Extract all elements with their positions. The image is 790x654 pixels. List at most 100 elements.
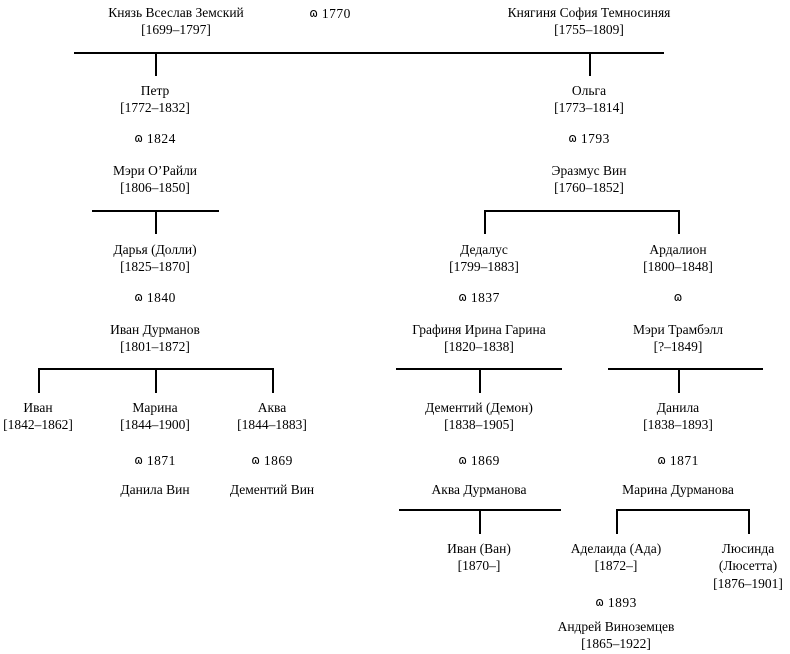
marriage-marker: ɷ 1770 [309, 6, 351, 22]
person-node: Иван (Ван) [1870–] [447, 540, 511, 575]
person-dates: [1699–1797] [141, 22, 211, 38]
person-node: Князь Всеслав Земский [1699–1797] [108, 4, 244, 39]
person-node: Марина Дурманова [622, 481, 734, 498]
person-dates: [1838–1905] [444, 417, 514, 433]
person-dates: [1820–1838] [444, 339, 514, 355]
connector-vertical [678, 368, 680, 393]
person-node: Княгиня София Темносиняя [1755–1809] [508, 4, 671, 39]
marriage-symbol-icon: ɷ [251, 453, 260, 467]
connector-horizontal [484, 210, 678, 212]
person-name: Ардалион [649, 242, 707, 257]
marriage-year: 1869 [470, 453, 500, 468]
person-node: Данила Вин [120, 481, 189, 498]
marriage-year: 1869 [263, 453, 293, 468]
connector-vertical [484, 210, 486, 234]
person-dates: [1870–] [457, 558, 501, 574]
person-node: Эразмус Вин [1760–1852] [552, 162, 627, 197]
person-node: Дарья (Долли)[1825–1870] [113, 241, 196, 276]
marriage-symbol-icon: ɷ [134, 290, 143, 304]
person-dates: [1773–1814] [554, 100, 624, 116]
person-dates: [?–1849] [653, 339, 703, 355]
person-name: Андрей Виноземцев [557, 619, 675, 634]
person-name: Графиня Ирина Гарина [412, 322, 546, 337]
marriage-symbol-icon: ɷ [458, 290, 467, 304]
person-node: Мэри Трамбэлл [?–1849] [633, 321, 723, 356]
marriage-marker: ɷ 1869 [458, 453, 500, 469]
marriage-marker: ɷ 1869 [251, 453, 293, 469]
connector-vertical [155, 52, 157, 76]
person-dates: [1844–1900] [120, 417, 190, 433]
person-dates: [1865–1922] [581, 636, 651, 652]
person-node: Мэри О’Райли [1806–1850] [113, 162, 197, 197]
person-dates: [1800–1848] [643, 259, 713, 275]
connector-horizontal [616, 509, 748, 511]
person-name: Дедалус [460, 242, 508, 257]
person-name: Дарья (Долли) [113, 242, 197, 257]
marriage-marker: ɷ 1840 [134, 290, 176, 306]
marriage-year: 1871 [146, 453, 176, 468]
connector-vertical [678, 210, 680, 234]
person-name: Аква [257, 400, 287, 415]
connector-vertical [748, 509, 750, 534]
marriage-year: 1824 [146, 131, 176, 146]
connector-vertical [272, 368, 274, 393]
person-node: Иван Дурманов[1801–1872] [110, 321, 200, 356]
person-dates: [1772–1832] [120, 100, 190, 116]
person-name: Петр [140, 83, 170, 98]
person-dates: [1801–1872] [120, 339, 190, 355]
connector-vertical [155, 368, 157, 393]
marriage-symbol-icon: ɷ [134, 453, 143, 467]
marriage-symbol-icon: ɷ [309, 6, 318, 20]
marriage-year: 1871 [669, 453, 699, 468]
connector-vertical [155, 210, 157, 234]
person-node: Андрей Виноземцев [1865–1922] [558, 618, 675, 653]
connector-horizontal [608, 368, 763, 370]
marriage-year: 1893 [607, 595, 637, 610]
marriage-symbol-icon: ɷ [673, 290, 683, 304]
connector-vertical [479, 509, 481, 534]
connector-vertical [589, 52, 591, 76]
person-name: Данила Вин [120, 482, 190, 497]
person-name-alias: (Люсетта) [718, 558, 778, 574]
person-node: Графиня Ирина Гарина [1820–1838] [412, 321, 545, 356]
marriage-year: 1840 [146, 290, 176, 305]
person-name: Князь Всеслав Земский [108, 5, 244, 20]
person-dates: [1842–1862] [3, 417, 73, 433]
marriage-symbol-icon: ɷ [458, 453, 467, 467]
marriage-marker: ɷ [674, 290, 683, 306]
connector-vertical [38, 368, 40, 393]
person-node: Данила[1838–1893] [643, 399, 713, 434]
person-node: Дементий (Демон) [1838–1905] [425, 399, 533, 434]
person-name: Люсинда [721, 541, 775, 556]
person-dates: [1760–1852] [554, 180, 624, 196]
person-name: Дементий Вин [229, 482, 315, 497]
person-name: Иван (Ван) [447, 541, 511, 556]
marriage-marker: ɷ 1837 [458, 290, 500, 306]
person-name: Иван [23, 400, 53, 415]
connector-vertical [616, 509, 618, 534]
marriage-marker: ɷ 1871 [134, 453, 176, 469]
marriage-year: 1793 [580, 131, 610, 146]
person-name: Эразмус Вин [551, 163, 627, 178]
person-node: Люсинда(Люсетта)[1876–1901] [713, 540, 783, 592]
marriage-symbol-icon: ɷ [657, 453, 666, 467]
marriage-year: 1770 [321, 6, 351, 21]
person-dates: [1755–1809] [554, 22, 624, 38]
person-dates: [1806–1850] [120, 180, 190, 196]
person-node: Аделаида (Ада)[1872–] [571, 540, 661, 575]
marriage-marker: ɷ 1824 [134, 131, 176, 147]
person-node: Аква [1844–1883] [237, 399, 307, 434]
person-name: Дементий (Демон) [425, 400, 533, 415]
person-name: Мэри О’Райли [112, 163, 198, 178]
marriage-symbol-icon: ɷ [568, 131, 577, 145]
person-dates: [1799–1883] [449, 259, 519, 275]
person-name: Княгиня София Темносиняя [507, 5, 671, 20]
person-name: Аква Дурманова [431, 482, 527, 497]
person-name: Мэри Трамбэлл [632, 322, 724, 337]
person-dates: [1844–1883] [237, 417, 307, 433]
person-name: Данила [656, 400, 700, 415]
person-node: Петр [1772–1832] [120, 82, 190, 117]
connector-horizontal [74, 52, 664, 54]
person-node: Аква Дурманова [432, 481, 527, 498]
